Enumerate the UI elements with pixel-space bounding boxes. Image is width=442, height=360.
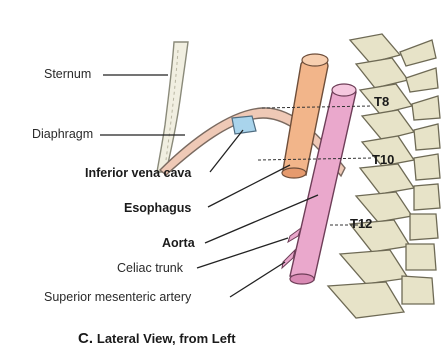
ivc-structure <box>232 116 256 134</box>
label-esophagus: Esophagus <box>124 201 191 215</box>
vertebra-label-t10: T10 <box>372 152 394 167</box>
label-diaphragm: Diaphragm <box>32 127 93 141</box>
caption-text: Lateral View, from Left <box>97 331 236 346</box>
figure-caption: C. Lateral View, from Left <box>78 330 236 347</box>
vertebra-label-t8: T8 <box>374 94 389 109</box>
label-aorta: Aorta <box>162 236 195 250</box>
label-inferior-vena-cava: Inferior vena cava <box>85 166 191 180</box>
caption-letter: C. <box>78 330 93 347</box>
label-superior-mesenteric-artery: Superior mesenteric artery <box>44 290 191 304</box>
label-celiac-trunk: Celiac trunk <box>117 261 183 275</box>
label-sternum: Sternum <box>44 67 91 81</box>
vertebra-label-t12: T12 <box>350 216 372 231</box>
vertebral-column <box>328 34 440 318</box>
